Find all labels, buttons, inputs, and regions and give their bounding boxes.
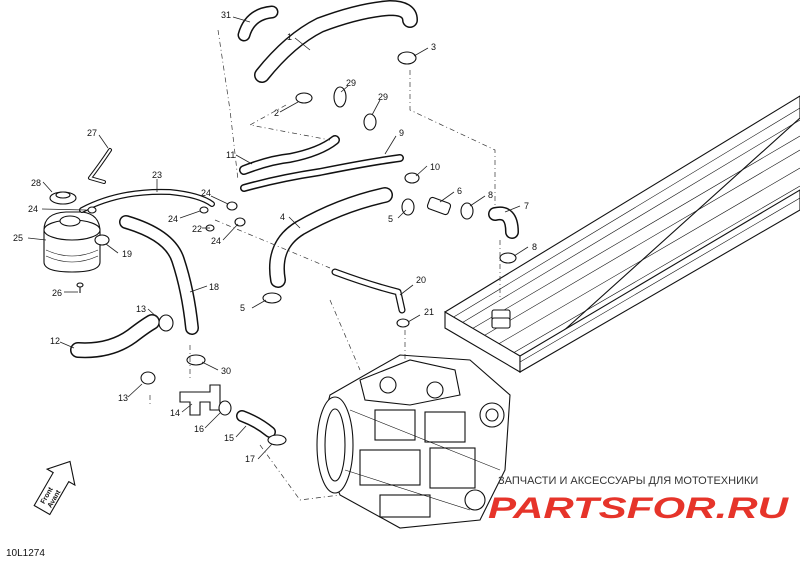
callout-24: 8: [532, 242, 537, 252]
callout-10: 23: [152, 170, 162, 180]
callout-18: 22: [192, 224, 202, 234]
callout-7: 9: [399, 128, 404, 138]
heat-exchanger-rail: [444, 95, 800, 373]
callout-34: 14: [170, 408, 180, 418]
callout-19: 24: [211, 236, 221, 246]
callout-29: 21: [424, 307, 434, 317]
callout-5: 2: [274, 108, 279, 118]
callout-16: 24: [201, 188, 211, 198]
callout-2: 3: [431, 42, 436, 52]
callout-30: 13: [136, 304, 146, 314]
callout-3: 29: [346, 78, 356, 88]
callout-27: 18: [209, 282, 219, 292]
callout-8: 11: [226, 150, 235, 160]
callout-32: 30: [221, 366, 231, 376]
callout-15: 7: [524, 201, 529, 211]
front-direction-arrow: Front Avant: [33, 460, 76, 516]
callout-36: 15: [224, 433, 234, 443]
callout-25: 20: [416, 275, 426, 285]
callout-33: 13: [118, 393, 128, 403]
callout-37: 17: [245, 454, 255, 464]
callout-22: 25: [13, 233, 23, 243]
watermark-logo: PARTSFOR.RU: [488, 492, 790, 525]
coolant-reservoir: [43, 191, 101, 293]
callout-21: 5: [388, 214, 393, 224]
callout-12: 24: [28, 204, 38, 214]
callout-23: 19: [122, 249, 132, 259]
callout-9: 10: [430, 162, 440, 172]
engine-assembly: [316, 354, 511, 529]
watermark: ЗАПЧАСТИ И АКСЕССУАРЫ ДЛЯ МОТОТЕХНИКИ PA…: [488, 475, 790, 525]
callout-1: 1: [287, 32, 292, 42]
callout-26: 26: [52, 288, 62, 298]
hoses: [70, 0, 519, 438]
callout-31: 12: [50, 336, 60, 346]
callout-17: 24: [168, 214, 178, 224]
callout-4: 29: [378, 92, 388, 102]
callout-13: 6: [457, 186, 462, 196]
callout-28: 5: [240, 303, 245, 313]
clamps-and-fittings: [87, 51, 517, 446]
callout-6: 27: [87, 128, 97, 138]
watermark-tagline: ЗАПЧАСТИ И АКСЕССУАРЫ ДЛЯ МОТОТЕХНИКИ: [498, 475, 758, 487]
callout-14: 8: [488, 190, 493, 200]
callout-20: 4: [280, 212, 285, 222]
leader-lines: [27, 16, 529, 460]
callout-11: 28: [31, 178, 41, 188]
callout-0: 31: [221, 10, 231, 20]
callout-35: 16: [194, 424, 204, 434]
figure-reference: 10L1274: [6, 548, 45, 559]
